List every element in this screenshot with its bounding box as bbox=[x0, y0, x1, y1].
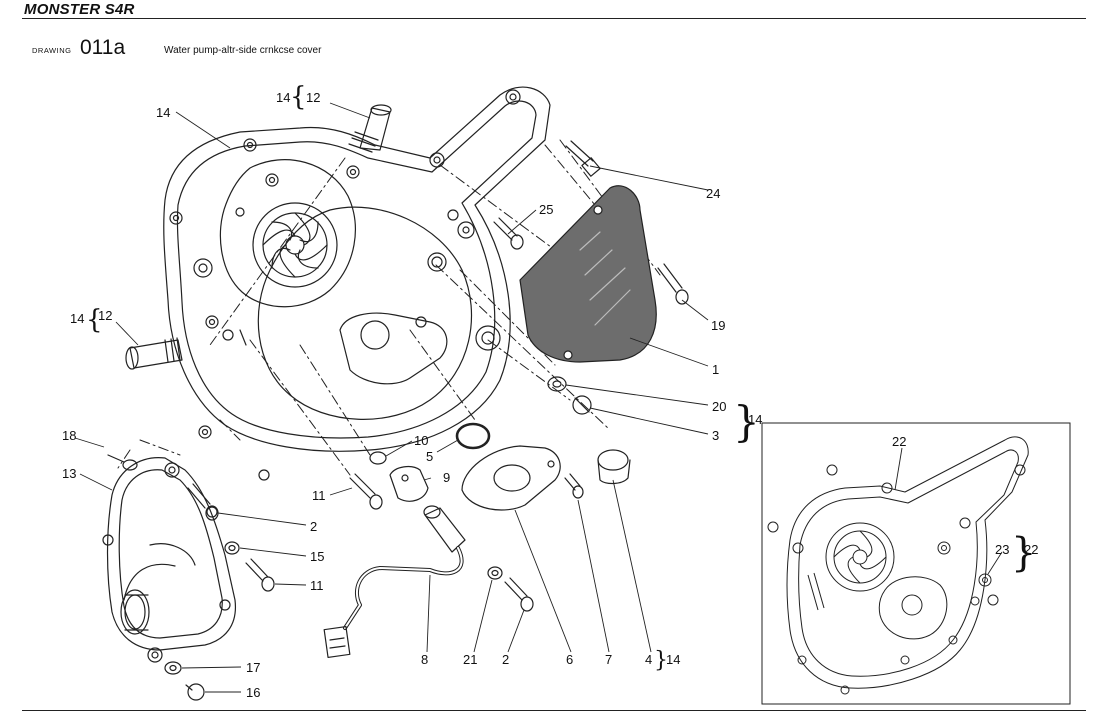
drawing-title: Water pump-altr-side crnkcse cover bbox=[164, 45, 322, 56]
callout-2-bot: 2 bbox=[502, 652, 509, 667]
small-o-ring bbox=[369, 451, 387, 465]
callout-12-top: 12 bbox=[306, 90, 320, 105]
bolts bbox=[185, 140, 689, 701]
callout-21: 21 bbox=[463, 652, 477, 667]
callout-10: 10 bbox=[414, 433, 428, 448]
callout-25: 25 bbox=[539, 202, 553, 217]
brace-bottom: } bbox=[654, 648, 668, 673]
callout-13: 13 bbox=[62, 466, 76, 481]
callout-18: 18 bbox=[62, 428, 76, 443]
callout-14-bot: 14 bbox=[666, 652, 680, 667]
drawing-label: DRAWING bbox=[32, 46, 72, 55]
callout-15: 15 bbox=[310, 549, 324, 564]
plug-screw bbox=[107, 454, 138, 471]
brace-left: { bbox=[86, 305, 103, 335]
callout-20: 20 bbox=[712, 399, 726, 414]
callout-3: 3 bbox=[712, 428, 719, 443]
header-rule bbox=[22, 18, 1086, 19]
speed-sensor bbox=[323, 505, 466, 658]
callout-14-top: 14 bbox=[276, 90, 290, 105]
footer-rule bbox=[22, 710, 1086, 711]
callout-12-left: 12 bbox=[98, 308, 112, 323]
sprocket-cover bbox=[519, 185, 657, 363]
callout-17: 17 bbox=[246, 660, 260, 675]
callout-14-group: 14 bbox=[748, 412, 762, 427]
callout-22-inset-top: 22 bbox=[892, 434, 906, 449]
brace-inset: } bbox=[1011, 530, 1036, 576]
sensor-bracket bbox=[389, 465, 429, 502]
callout-4: 4 bbox=[645, 652, 652, 667]
hose-fitting-top bbox=[348, 104, 392, 153]
crankcase-cover bbox=[163, 86, 551, 481]
callout-24: 24 bbox=[706, 186, 720, 201]
brace-top: { bbox=[290, 82, 307, 112]
callout-11-low: 11 bbox=[310, 578, 324, 593]
callout-16: 16 bbox=[246, 685, 260, 700]
callout-5: 5 bbox=[426, 449, 433, 464]
callout-7: 7 bbox=[605, 652, 612, 667]
callout-11-mid: 11 bbox=[312, 488, 326, 503]
spacer bbox=[597, 449, 631, 485]
callout-8: 8 bbox=[421, 652, 428, 667]
model-title: MONSTER S4R bbox=[24, 1, 135, 18]
callout-19: 19 bbox=[711, 318, 725, 333]
brace-group: } bbox=[733, 397, 760, 446]
callout-1: 1 bbox=[712, 362, 719, 377]
gasket-plate bbox=[461, 445, 561, 511]
callout-14-left: 14 bbox=[70, 311, 84, 326]
washers bbox=[164, 376, 567, 675]
water-pump-cover bbox=[102, 457, 237, 663]
callout-23-inset: 23 bbox=[995, 542, 1009, 557]
callout-labels: 14 { 12 14 14 { 12 25 24 19 1 20 3 } 14 … bbox=[62, 82, 1038, 700]
callout-9: 9 bbox=[443, 470, 450, 485]
drawing-number: 011a bbox=[80, 36, 126, 59]
callout-2-mid: 2 bbox=[310, 519, 317, 534]
callout-6: 6 bbox=[566, 652, 573, 667]
callout-22-inset-right: 22 bbox=[1024, 542, 1038, 557]
hose-fitting-left bbox=[125, 337, 183, 370]
o-ring bbox=[455, 422, 491, 450]
callout-14-main: 14 bbox=[156, 105, 170, 120]
inset-view bbox=[761, 422, 1071, 705]
